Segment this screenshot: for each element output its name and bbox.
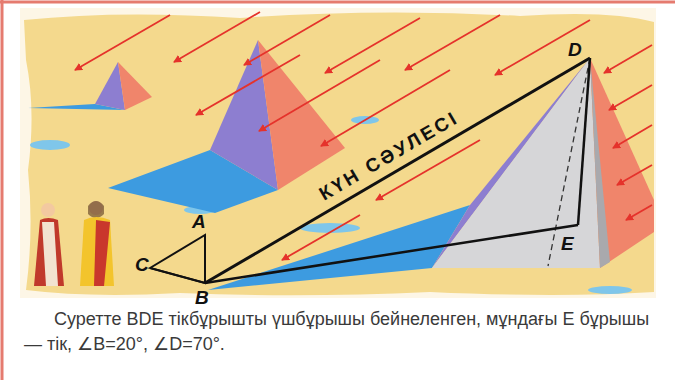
caption-text: Суретте BDE тікбұрышты үшбұрышы бейнелен… <box>24 307 654 357</box>
point-label: B <box>195 288 209 307</box>
point-label: E <box>561 234 574 253</box>
point-label: D <box>568 40 582 59</box>
point-label: A <box>192 212 206 231</box>
point-label: C <box>135 255 149 274</box>
